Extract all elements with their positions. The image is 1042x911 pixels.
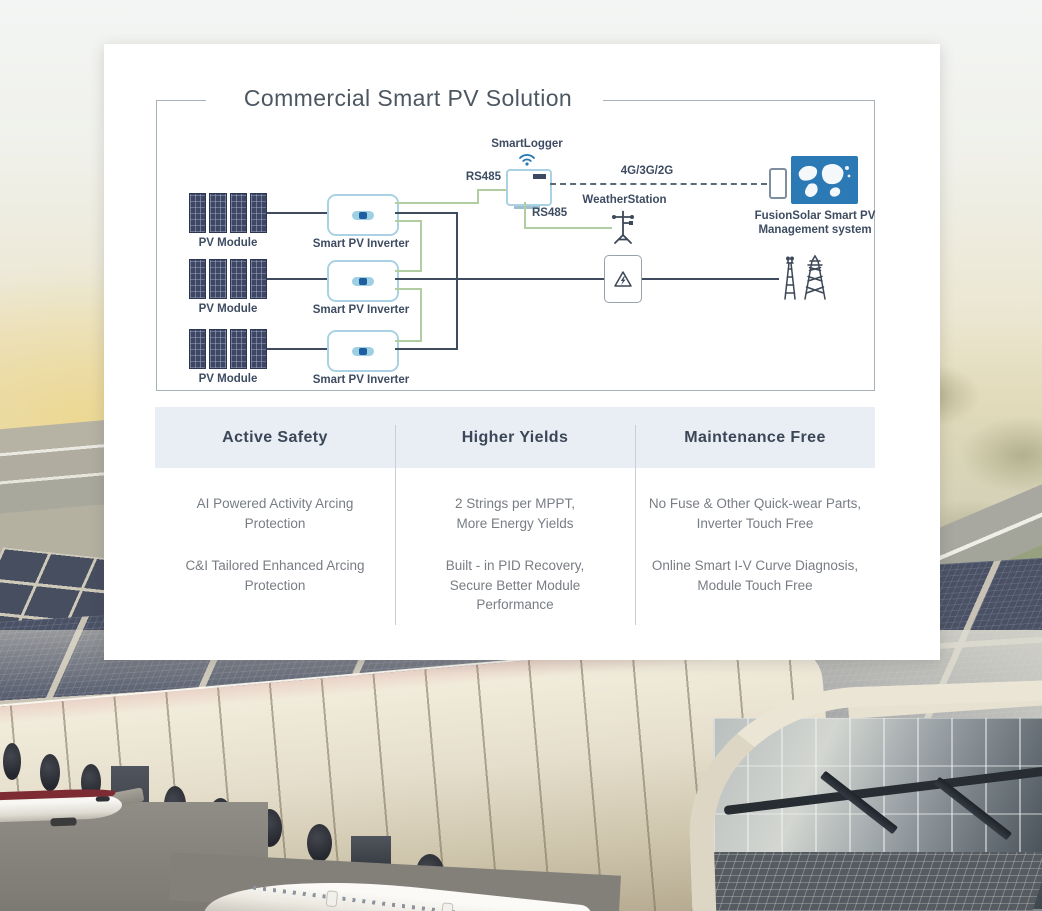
smartlogger-icon bbox=[506, 169, 552, 209]
feature-column-active-safety: AI Powered Activity Arcing Protection C&… bbox=[155, 494, 395, 618]
smart-pv-inverter-icon bbox=[327, 330, 399, 372]
feature-item: Built - in PID Recovery, Secure Better M… bbox=[445, 558, 585, 613]
pv-panel bbox=[189, 193, 207, 233]
warning-bolt-icon bbox=[614, 271, 632, 287]
inverter-label: Smart PV Inverter bbox=[312, 238, 410, 250]
weather-station-icon bbox=[612, 210, 634, 244]
airplane-door bbox=[325, 890, 339, 908]
smart-pv-inverter-icon bbox=[327, 260, 399, 302]
pv-module-label: PV Module bbox=[198, 373, 258, 385]
pv-module-icon bbox=[189, 193, 267, 233]
roof-arch-edge bbox=[684, 679, 1042, 911]
pv-panel bbox=[249, 193, 267, 233]
dc-wire bbox=[267, 212, 327, 214]
wifi-icon bbox=[519, 154, 535, 166]
feature-header-higher-yields: Higher Yields bbox=[461, 428, 569, 446]
pv-panel bbox=[209, 193, 227, 233]
feature-header-maintenance-free: Maintenance Free bbox=[684, 428, 826, 446]
pv-panel bbox=[189, 329, 207, 369]
management-label-line2: Management system bbox=[758, 224, 872, 236]
feature-item: AI Powered Activity Arcing Protection bbox=[196, 496, 354, 531]
pv-panel bbox=[209, 259, 227, 299]
feature-column-maintenance-free: No Fuse & Other Quick-wear Parts, Invert… bbox=[635, 494, 875, 618]
rs485-wire bbox=[420, 220, 422, 272]
rs485-wire bbox=[395, 270, 422, 272]
airplane-door bbox=[440, 902, 454, 911]
ac-wire bbox=[395, 348, 457, 350]
system-diagram: Commercial Smart PV Solution PV Module S… bbox=[156, 85, 875, 391]
inverter-label: Smart PV Inverter bbox=[312, 304, 410, 316]
pv-panel bbox=[249, 329, 267, 369]
rs485-wire bbox=[477, 189, 506, 191]
pv-module-icon bbox=[189, 329, 267, 369]
ac-wire bbox=[395, 212, 457, 214]
column-divider bbox=[395, 425, 396, 625]
terminal-glass-facade bbox=[684, 679, 1042, 911]
inverter-led bbox=[352, 210, 374, 220]
dc-wire bbox=[267, 278, 327, 280]
pv-panel bbox=[229, 193, 247, 233]
rs485-wire bbox=[477, 189, 479, 204]
pv-panel bbox=[189, 259, 207, 299]
rs485-label: RS485 bbox=[465, 171, 501, 183]
solution-card: Commercial Smart PV Solution PV Module S… bbox=[104, 44, 940, 660]
terminal-window bbox=[307, 824, 332, 862]
pv-panel bbox=[229, 329, 247, 369]
rs485-wire bbox=[395, 202, 479, 204]
airplane-docked bbox=[0, 778, 129, 837]
inverter-label: Smart PV Inverter bbox=[312, 374, 410, 386]
phone-icon bbox=[769, 168, 787, 199]
network-label: 4G/3G/2G bbox=[620, 165, 674, 177]
dc-wire bbox=[267, 348, 327, 350]
rs485-label: RS485 bbox=[532, 207, 568, 219]
pv-module-label: PV Module bbox=[198, 237, 258, 249]
management-label-line1: FusionSolar Smart PV bbox=[754, 210, 876, 222]
rs485-wire bbox=[524, 227, 612, 229]
terminal-window bbox=[40, 754, 60, 791]
pv-module-label: PV Module bbox=[198, 303, 258, 315]
pv-panel bbox=[209, 329, 227, 369]
page-title: Commercial Smart PV Solution bbox=[243, 85, 573, 111]
feature-item: C&I Tailored Enhanced Arcing Protection bbox=[185, 558, 365, 593]
feature-column-higher-yields: 2 Strings per MPPT, More Energy Yields B… bbox=[395, 494, 635, 638]
rs485-wire bbox=[420, 288, 422, 342]
ac-grid-line bbox=[640, 278, 779, 280]
pv-module-icon bbox=[189, 259, 267, 299]
ac-main-line bbox=[395, 278, 604, 280]
rs485-wire bbox=[524, 202, 526, 229]
feature-item: 2 Strings per MPPT, More Energy Yields bbox=[454, 496, 576, 531]
pv-panel bbox=[249, 259, 267, 299]
title-border-mask bbox=[206, 98, 603, 104]
world-map-graphic bbox=[798, 164, 851, 197]
feature-item: Online Smart I-V Curve Diagnosis, Module… bbox=[651, 558, 859, 593]
inverter-led bbox=[352, 346, 374, 356]
airplane-landing-gear bbox=[50, 817, 77, 827]
pv-panel bbox=[229, 259, 247, 299]
world-map-icon bbox=[791, 156, 858, 204]
feature-header-band bbox=[155, 407, 875, 468]
rs485-wire bbox=[395, 220, 422, 222]
feature-header-active-safety: Active Safety bbox=[222, 428, 328, 446]
airport-terminal-scene bbox=[0, 551, 1042, 911]
cellular-link-dashed-line bbox=[550, 183, 767, 185]
smartlogger-label: SmartLogger bbox=[491, 138, 563, 150]
transmission-towers-icon bbox=[784, 254, 826, 300]
logger-display bbox=[533, 174, 546, 179]
rs485-wire bbox=[395, 340, 422, 342]
inverter-led bbox=[352, 276, 374, 286]
column-divider bbox=[635, 425, 636, 625]
management-system-label: FusionSolar Smart PV Management system bbox=[729, 209, 901, 237]
airplane-cockpit bbox=[95, 796, 110, 802]
ac-bus bbox=[456, 212, 458, 350]
rs485-wire bbox=[395, 288, 422, 290]
transformer-box-icon bbox=[604, 255, 642, 303]
feature-item: No Fuse & Other Quick-wear Parts, Invert… bbox=[648, 496, 862, 531]
smart-pv-inverter-icon bbox=[327, 194, 399, 236]
weather-station-label: WeatherStation bbox=[582, 194, 667, 206]
terminal-window bbox=[3, 743, 21, 780]
